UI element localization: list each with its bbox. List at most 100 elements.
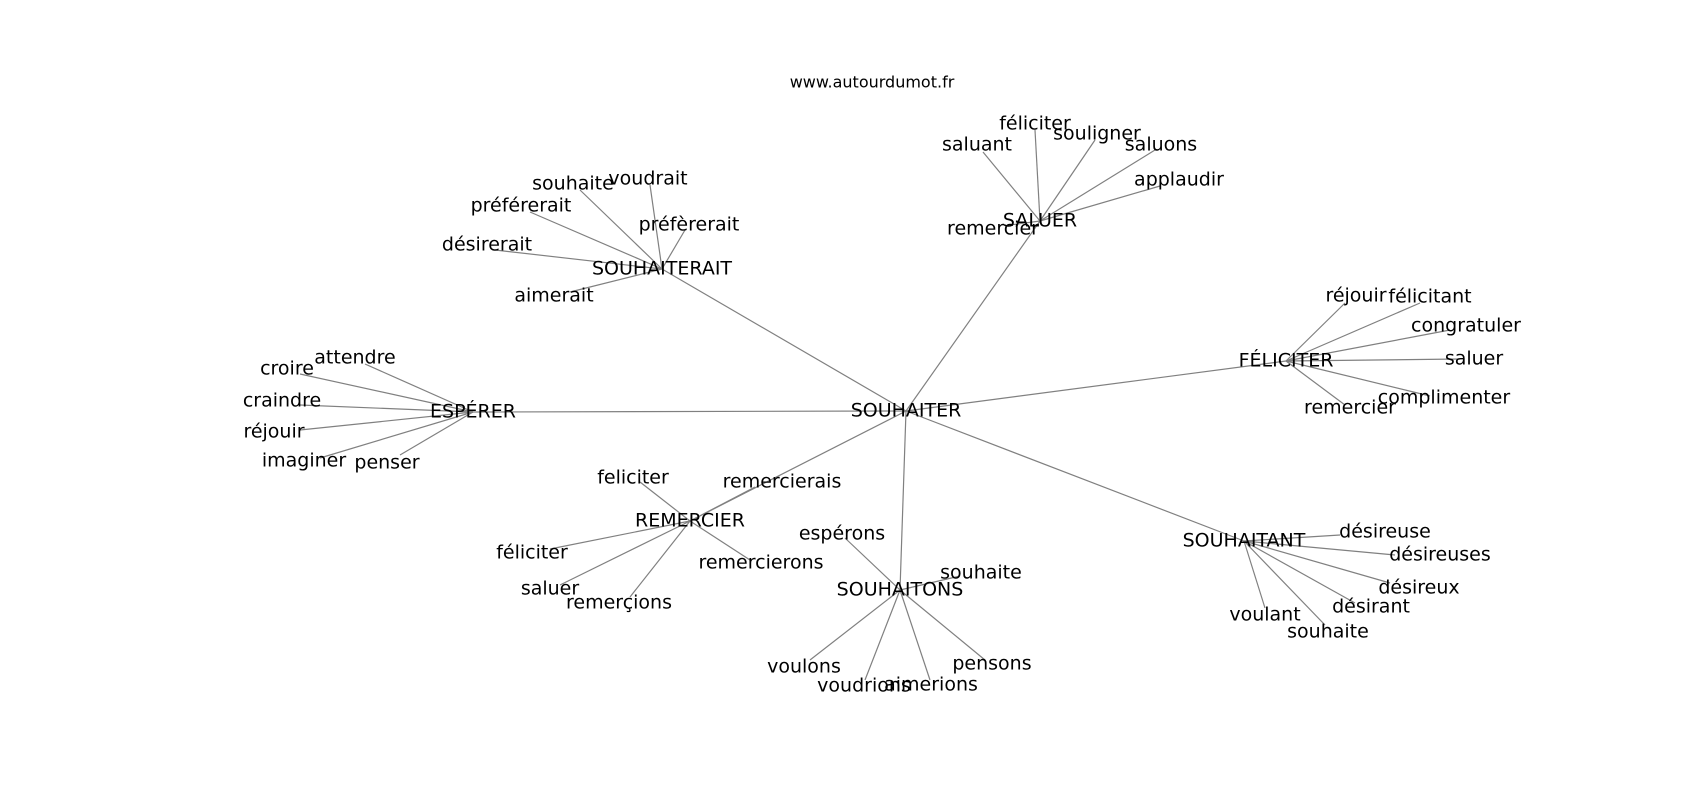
edge-saluer-to-saluant [982, 151, 1041, 222]
leaf-node-congratuler: congratuler [1411, 315, 1521, 337]
hub-node-souhaitons: SOUHAITONS [837, 579, 964, 601]
leaf-node-rejouir: réjouir [1325, 285, 1386, 307]
edge-souhaitons-to-aimerions [899, 589, 931, 681]
leaf-node-desirant: désirant [1332, 596, 1410, 618]
leaf-node-applaudir: applaudir [1134, 169, 1224, 191]
edge-remercier-to-feliciter [549, 520, 691, 550]
leaf-node-remercier: remercier [947, 218, 1039, 240]
edge-feliciter-to-congratuler [1285, 329, 1451, 362]
leaf-node-attendre: attendre [314, 347, 395, 369]
leaf-node-remercions: remerçions [566, 592, 672, 614]
center-node-label: SOUHAITER [851, 400, 962, 422]
edge-souhaitant-to-desireux [1243, 540, 1391, 584]
hub-node-saluer: SALUER [1003, 210, 1077, 232]
edge-esperer-to-croire [299, 373, 474, 413]
leaf-node-saluant: saluant [942, 134, 1012, 156]
hub-node-esperer: ESPÉRER [430, 400, 516, 423]
leaf-node-remercierons: remercierons [698, 552, 823, 574]
leaf-node-prefererait: préfèrerait [639, 214, 740, 236]
leaf-node-desireuse: désireuse [1339, 521, 1431, 543]
edge-esperer-to-rejouir [299, 411, 474, 431]
edge-center-to-esperer [472, 410, 907, 413]
leaf-node-saluer: saluer [521, 578, 580, 600]
edge-feliciter-to-remercier [1285, 360, 1346, 406]
edge-souhaiterait-to-prefererait [529, 211, 663, 270]
edge-souhaiterait-to-aimerait [569, 268, 663, 293]
leaf-node-desireux: désireux [1378, 577, 1459, 599]
edge-souhaitant-to-voulant [1243, 540, 1266, 609]
edge-souhaitons-to-pensons [899, 589, 986, 661]
edge-esperer-to-attendre [364, 363, 474, 413]
graph-labels: www.autourdumot.fr SOUHAITER SOUHAITERAI… [243, 73, 1521, 697]
leaf-node-feliciter: feliciter [597, 467, 669, 489]
edge-remercier-to-saluer [559, 520, 691, 586]
edge-esperer-to-penser [399, 411, 474, 456]
edge-souhaitant-to-desireuse [1243, 534, 1341, 542]
hub-node-souhaiterait: SOUHAITERAIT [592, 258, 732, 280]
leaf-node-feliciter: féliciter [999, 113, 1071, 135]
edge-saluer-to-remercier [1009, 220, 1041, 226]
edge-souhaiterait-to-voudrait [649, 184, 663, 270]
hub-node-souhaitant: SOUHAITANT [1183, 530, 1306, 552]
leaf-node-craindre: craindre [243, 390, 321, 412]
edge-center-to-souhaiterait [661, 268, 907, 412]
edge-saluer-to-souligner [1039, 139, 1096, 222]
leaf-node-remercier: remercier [1304, 397, 1396, 419]
leaf-node-voudrions: voudrions [817, 675, 911, 697]
leaf-node-saluer: saluer [1445, 348, 1504, 370]
leaf-node-pensons: pensons [952, 653, 1031, 675]
edge-souhaitons-to-esperons [844, 537, 901, 591]
edge-remercier-to-feliciter [639, 481, 691, 522]
leaf-node-aimerions: aimerions [884, 674, 978, 696]
leaf-node-imaginer: imaginer [262, 450, 347, 472]
leaf-node-croire: croire [260, 358, 314, 380]
leaf-node-souhaite: souhaite [532, 173, 614, 195]
edge-souhaitant-to-souhaite [1243, 540, 1326, 626]
leaf-node-saluons: saluons [1125, 134, 1197, 156]
leaf-node-feliciter: féliciter [496, 542, 568, 564]
edge-center-to-souhaitons [899, 410, 907, 591]
edge-feliciter-to-saluer [1285, 358, 1461, 362]
hub-node-feliciter: FÉLICITER [1239, 349, 1334, 372]
site-url: www.autourdumot.fr [790, 73, 955, 92]
edge-souhaitons-to-voulons [809, 589, 901, 661]
edge-souhaiterait-to-desirerait [494, 249, 663, 270]
edge-souhaitant-to-desireuses [1243, 540, 1396, 556]
leaf-node-voudrait: voudrait [608, 168, 687, 190]
leaf-node-desireuses: désireuses [1389, 544, 1491, 566]
leaf-node-souligner: souligner [1053, 123, 1141, 145]
edge-center-to-souhaitant [905, 410, 1245, 542]
hub-node-remercier: REMERCIER [635, 510, 745, 532]
edge-souhaitons-to-voudrions [864, 589, 901, 681]
leaf-node-remercierais: remercierais [723, 471, 842, 493]
edge-souhaiterait-to-prefererait [661, 229, 686, 270]
leaf-node-penser: penser [354, 452, 419, 474]
edge-center-to-feliciter [905, 360, 1287, 412]
leaf-node-aimerait: aimerait [514, 285, 593, 307]
edge-souhaiterait-to-souhaite [579, 189, 663, 270]
leaf-node-rejouir: réjouir [243, 421, 304, 443]
edge-remercier-to-remercierons [689, 520, 751, 561]
edge-souhaitons-to-souhaite [899, 575, 961, 591]
edge-remercier-to-remercions [629, 520, 691, 598]
edge-center-to-saluer [905, 220, 1041, 412]
edge-remercier-to-remercierais [689, 486, 756, 522]
edge-souhaitant-to-desirant [1243, 540, 1356, 604]
edge-esperer-to-imaginer [319, 411, 474, 459]
edge-feliciter-to-complimenter [1285, 360, 1431, 397]
leaf-node-prefererait: préférerait [471, 195, 572, 217]
graph-edges [299, 129, 1461, 681]
edge-saluer-to-applaudir [1039, 185, 1161, 222]
edge-feliciter-to-rejouir [1285, 302, 1346, 362]
edge-saluer-to-feliciter [1034, 129, 1041, 222]
leaf-node-esperons: espérons [799, 523, 885, 545]
leaf-node-souhaite: souhaite [940, 562, 1022, 584]
edge-saluer-to-saluons [1039, 149, 1156, 222]
leaf-node-complimenter: complimenter [1378, 387, 1511, 409]
leaf-node-souhaite: souhaite [1287, 621, 1369, 643]
edge-feliciter-to-felicitant [1285, 302, 1421, 362]
leaf-node-voulons: voulons [767, 656, 841, 678]
edge-esperer-to-craindre [299, 404, 474, 413]
leaf-node-voulant: voulant [1229, 604, 1300, 626]
